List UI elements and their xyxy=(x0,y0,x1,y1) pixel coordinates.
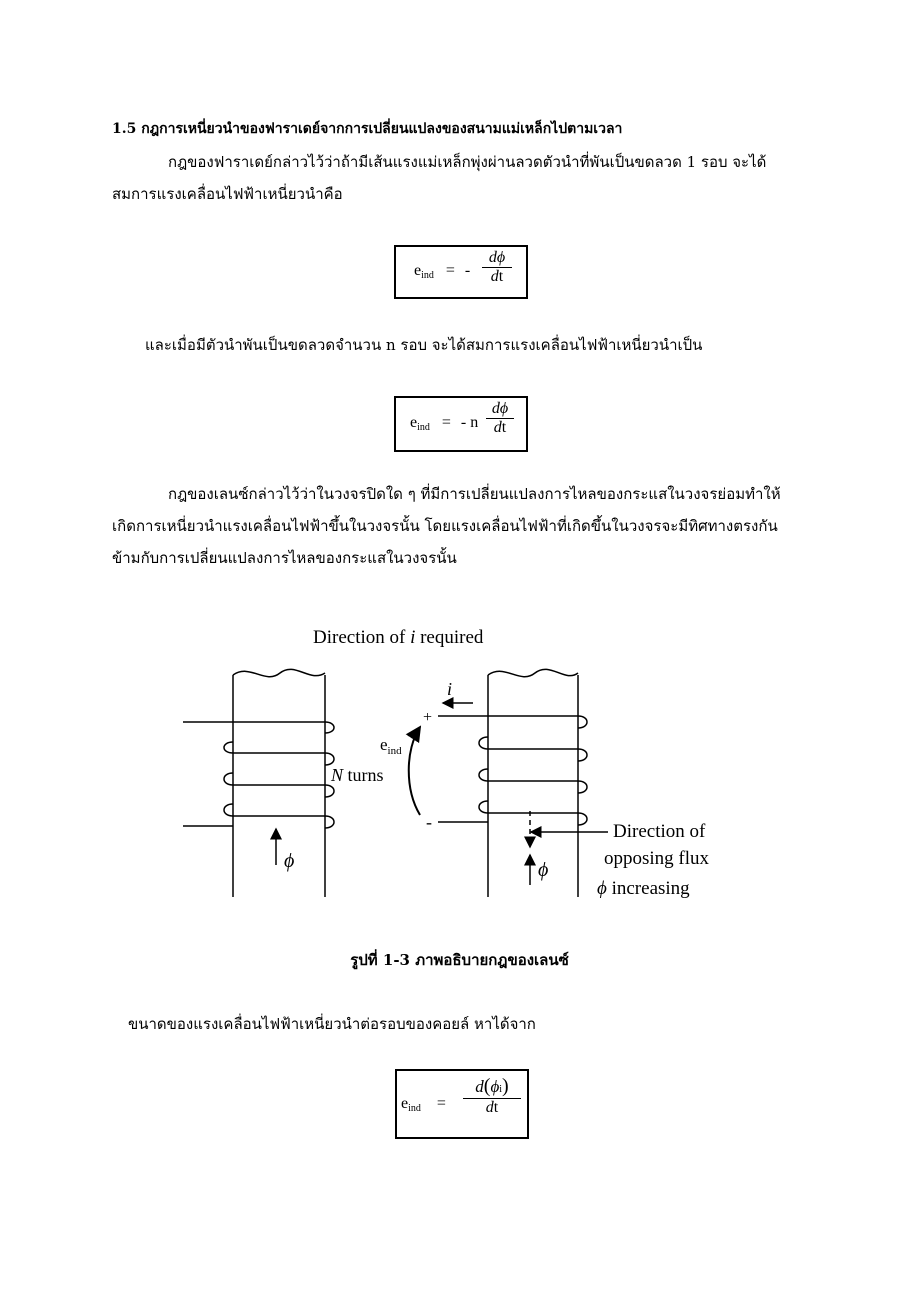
current-label: i xyxy=(447,679,452,699)
equation-3-lhs: eind = xyxy=(401,1095,446,1114)
lenz-line-3: ข้ามกับการเปลี่ยนแปลงการไหลของกระแสในวงจ… xyxy=(112,549,457,567)
per-turn-paragraph: ขนาดของแรงเคลื่อนไฟฟ้าเหนี่ยวนำต่อรอบของ… xyxy=(128,1015,536,1033)
equation-3-box: eind = d(ϕi) dt xyxy=(395,1069,529,1139)
opposing-label-line-1: Direction of xyxy=(613,821,706,842)
right-core xyxy=(487,668,579,897)
equation-2-box: eind = - n dϕ dt xyxy=(394,396,528,452)
lenz-line-2: เกิดการเหนี่ยวนำแรงเคลื่อนไฟฟ้าขึ้นในวงจ… xyxy=(112,517,778,535)
plus-sign: + xyxy=(423,709,432,726)
emf-label: eind xyxy=(380,735,402,757)
n-turns-paragraph: และเมื่อมีตัวนำพันเป็นขดลวดจำนวน n รอบ จ… xyxy=(145,336,703,354)
right-coil xyxy=(438,715,588,826)
equation-2-fraction: dϕ dt xyxy=(486,400,514,437)
section-heading: 1.5 กฎการเหนี่ยวนำของฟาราเดย์จากการเปลี่… xyxy=(112,121,623,137)
opposing-label-line-2: opposing flux xyxy=(604,848,710,869)
left-coil xyxy=(183,721,335,829)
figure-caption: รูปที่ 1-3 ภาพอธิบายกฎของเลนซ์ xyxy=(350,951,569,969)
equation-1-box: eind = - dϕ dt xyxy=(394,245,528,299)
faraday-line-1: กฎของฟาราเดย์กล่าวไว้ว่าถ้ามีเส้นแรงแม่เ… xyxy=(168,153,767,171)
lenz-paragraph: กฎของเลนซ์กล่าวไว้ว่าในวงจรปิดใด ๆ ที่มี… xyxy=(112,478,812,574)
lenz-line-1: กฎของเลนซ์กล่าวไว้ว่าในวงจรปิดใด ๆ ที่มี… xyxy=(168,485,781,503)
right-phi-label: ϕ xyxy=(538,859,548,881)
faraday-line-2: สมการแรงเคลื่อนไฟฟ้าเหนี่ยวนำคือ xyxy=(112,185,343,203)
equation-1-lhs: eind = - xyxy=(414,262,471,281)
equation-1-fraction: dϕ dt xyxy=(482,249,512,286)
equation-3-fraction: d(ϕi) dt xyxy=(463,1075,521,1117)
faraday-paragraph: กฎของฟาราเดย์กล่าวไว้ว่าถ้ามีเส้นแรงแม่เ… xyxy=(112,146,812,210)
minus-sign: - xyxy=(426,812,432,832)
left-phi-label: ϕ xyxy=(284,850,294,872)
equation-2-lhs: eind = - n xyxy=(410,414,479,433)
emf-arrow xyxy=(405,725,422,816)
turns-label: N turns xyxy=(330,765,384,785)
figure-title: Direction of i required xyxy=(313,627,484,648)
increasing-label: ϕ increasing xyxy=(597,878,690,899)
left-core xyxy=(232,668,326,897)
lenz-figure: Direction of i required ϕ i + xyxy=(183,627,710,899)
